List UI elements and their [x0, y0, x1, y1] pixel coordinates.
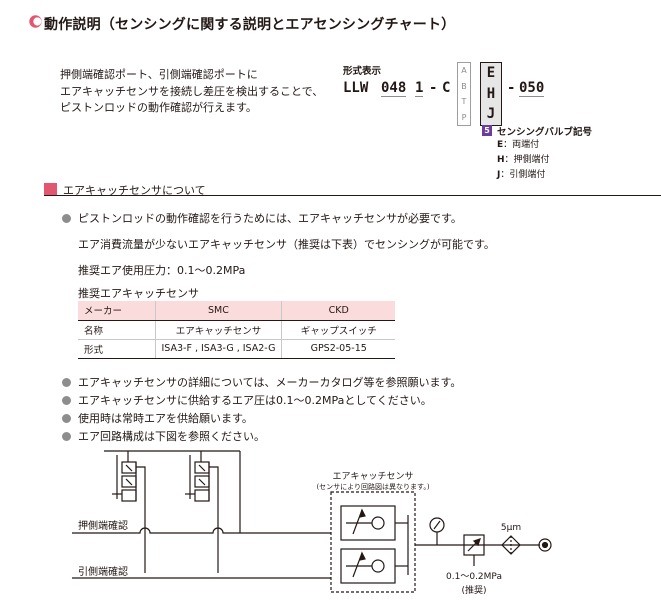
- sensing-code-box: E H J: [480, 62, 502, 126]
- bullet-icon: [62, 214, 71, 223]
- sensor-label: エアキャッチセンサ: [332, 471, 413, 482]
- page-title: 動作説明（センシングに関する説明とエアセンシングチャート）: [44, 17, 456, 33]
- model-stroke: 050: [519, 80, 545, 97]
- intro-line: エアキャッチセンサを接続し差圧を検出することで、: [60, 84, 324, 98]
- table-cell: 名称: [78, 320, 155, 340]
- model-prefix: LLW: [343, 80, 369, 96]
- sensing-valve-list: E：両端付 H：押側端付 J：引側端付: [497, 138, 550, 183]
- intro-line: ピストンロッドの動作確認が行えます。: [60, 101, 257, 114]
- sensing-code: H: [486, 85, 496, 102]
- push-side-label: 押側端確認: [78, 519, 128, 532]
- table-header-cell: メーカー: [78, 301, 155, 321]
- intro-line: 押側端確認ポート、引側端確認ポートに: [60, 68, 258, 81]
- model-mid: 1: [415, 80, 424, 97]
- table-cell: ギャップスイッチ: [281, 320, 395, 340]
- table-header-cell: SMC: [154, 301, 282, 321]
- table-row: 名称 エアキャッチセンサ ギャップスイッチ: [78, 320, 395, 340]
- bullet-line: ピストンロッドの動作確認を行うためには、エアキャッチセンサが必要です。: [62, 210, 462, 226]
- section-title: エアキャッチセンサについて: [63, 184, 206, 197]
- sensing-valve-symbol: [185, 455, 219, 573]
- option-code: T: [461, 97, 467, 106]
- bullet-line: エアキャッチセンサに供給するエア圧は0.1～0.2MPaとしてください。: [62, 392, 432, 408]
- body-line: エア消費流量が少ないエアキャッチセンサ（推奨は下表）でセンシングが可能です。: [78, 238, 495, 251]
- table-cell: エアキャッチセンサ: [154, 320, 282, 340]
- sensing-valve-number: 5: [482, 125, 492, 136]
- bullet-icon: [62, 378, 71, 387]
- filter-label: 5μm: [501, 523, 521, 533]
- recommended-label: (推奨): [461, 584, 486, 596]
- bullet-line: エアキャッチセンサの詳細については、メーカーカタログ等を参照願います。: [62, 374, 461, 390]
- model-size: 048: [381, 80, 407, 97]
- bullet-line: エア回路構成は下図を参照ください。: [62, 428, 265, 444]
- table-cell: 形式: [78, 339, 155, 359]
- air-circuit-diagram: 押側端確認 引側端確認 エアキャッチセンサ (センサにより回路図は異なります。)…: [72, 450, 552, 596]
- model-type: C: [442, 80, 451, 96]
- sensing-code: J: [486, 106, 496, 122]
- sensing-valve-symbol: [112, 455, 146, 573]
- sensor-table: メーカー SMC CKD 名称 エアキャッチセンサ ギャップスイッチ 形式 IS…: [78, 301, 395, 359]
- section-marker: [44, 183, 57, 195]
- option-code: B: [461, 81, 467, 91]
- table-cell: ISA3-F , ISA3-G , ISA2-G: [154, 339, 282, 359]
- table-caption: 推奨エアキャッチセンサ: [78, 287, 199, 300]
- sensing-valve-item: H：押側端付: [497, 155, 550, 165]
- bullet-icon: [62, 414, 71, 423]
- option-code-box: A B T P: [457, 62, 471, 126]
- table-header-row: メーカー SMC CKD: [78, 301, 395, 321]
- sensing-valve-item: E：両端付: [497, 140, 540, 150]
- sensing-valve-title: センシングバルブ記号: [497, 127, 593, 138]
- option-code: A: [461, 66, 467, 75]
- section-divider: [44, 182, 661, 196]
- sensor-note: (センサにより回路図は異なります。): [316, 482, 429, 491]
- sensing-code: E: [486, 65, 496, 81]
- pressure-line: 推奨エア使用圧力：0.1～0.2MPa: [78, 264, 246, 277]
- model-dash: -: [429, 80, 438, 96]
- table-row: 形式 ISA3-F , ISA3-G , ISA2-G GPS2-05-15: [78, 339, 395, 359]
- option-code: P: [461, 112, 467, 122]
- intro-text: 押側端確認ポート、引側端確認ポートに エアキャッチセンサを接続し差圧を検出するこ…: [60, 67, 323, 117]
- pressure-label: 0.1～0.2MPa: [446, 572, 502, 582]
- sensing-valve-item: J：引側端付: [497, 170, 546, 180]
- bullet-line: 使用時は常時エアを供給願います。: [62, 410, 253, 426]
- table-cell: GPS2-05-15: [281, 339, 395, 359]
- table-header-cell: CKD: [281, 301, 395, 321]
- model-label: 形式表示: [343, 66, 382, 77]
- section-title-icon: [29, 15, 42, 28]
- pull-side-label: 引側端確認: [78, 565, 128, 578]
- bullet-icon: [62, 396, 71, 405]
- model-dash: -: [507, 80, 516, 96]
- bullet-icon: [62, 432, 71, 441]
